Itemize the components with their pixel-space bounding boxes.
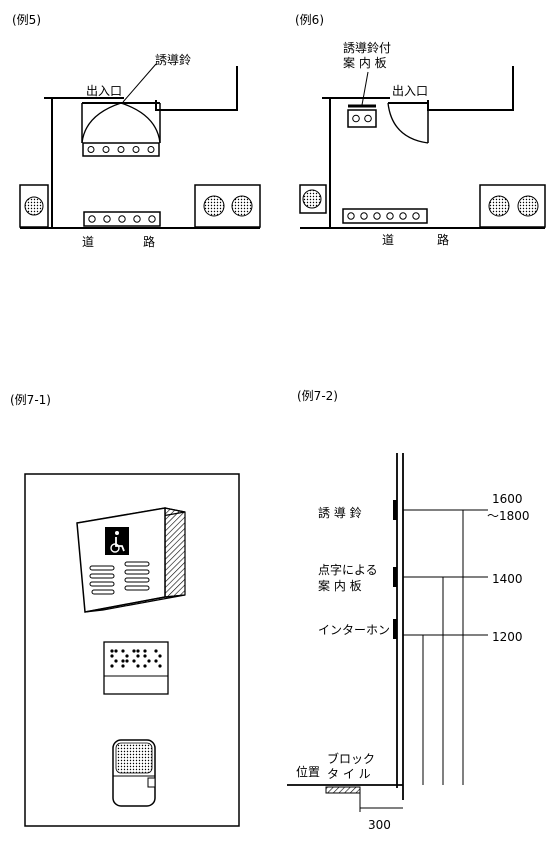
example-7-1-illustration: (例7-1) [10, 393, 240, 827]
planter [194, 184, 261, 228]
braille-dots [110, 649, 162, 668]
distance-label: 300 [368, 818, 391, 832]
height-value-bell-line2: ～1800 [487, 509, 530, 523]
intercom-device-side [393, 619, 397, 639]
example-7-1-title: (例7-1) [10, 393, 51, 407]
board-label-line1: 誘導鈴付 [343, 40, 391, 55]
road-label-char: 道 [82, 235, 94, 249]
guide-board-box [76, 507, 186, 613]
example-7-2-diagram: (例7-2) 誘 導 鈴 点字による 案 内 板 インターホン 1600 ～18… [287, 389, 530, 832]
entrance-doors [81, 102, 161, 144]
tactile-block-row [342, 208, 428, 224]
bell-device [393, 500, 397, 520]
braille-board-label-line2: 案 内 板 [318, 578, 362, 593]
planter [299, 184, 327, 214]
height-value-board: 1400 [492, 572, 523, 586]
block-label: ブロック [327, 751, 375, 766]
bell-label: 誘 導 鈴 [318, 505, 362, 520]
example-5-diagram: (例5) 誘導鈴 出入口 [12, 13, 261, 249]
braille-board-label-line1: 点字による [318, 562, 378, 577]
road-label-char: 道 [382, 233, 394, 247]
bell-pointer-line [122, 63, 157, 103]
speaker-grille [89, 561, 150, 595]
planter [479, 184, 546, 228]
example-6-diagram: (例6) 誘導鈴付 案 内 板 出入口 [295, 13, 546, 247]
building-wall [427, 66, 514, 111]
bell-label: 誘導鈴 [155, 52, 191, 67]
example-7-2-title: (例7-2) [297, 389, 338, 403]
entrance-label: 出入口 [86, 84, 122, 98]
height-value-intercom: 1200 [492, 630, 523, 644]
road-label-char: 路 [437, 232, 449, 247]
height-value-bell-line1: 1600 [492, 492, 523, 506]
tactile-block-tile [325, 786, 361, 794]
building-wall [155, 66, 238, 111]
braille-plate [103, 641, 169, 695]
road-label-char: 路 [143, 234, 155, 249]
building-wall [51, 98, 190, 229]
planter [19, 184, 49, 228]
tactile-block-row [82, 142, 160, 157]
tactile-block-row [83, 211, 161, 227]
entrance-door [387, 102, 429, 144]
intercom-label: インターホン [318, 623, 390, 637]
entrance-label: 出入口 [392, 84, 428, 98]
board-label-line2: 案 内 板 [343, 55, 387, 70]
tile-label: タ イ ル [327, 767, 371, 781]
example-6-title: (例6) [295, 13, 324, 27]
position-label: 位置 [296, 764, 320, 779]
intercom-device [112, 739, 156, 807]
board-pointer-line [361, 71, 369, 106]
guide-board-with-bell [347, 104, 377, 128]
example-5-title: (例5) [12, 13, 41, 27]
braille-board-device [393, 567, 397, 587]
